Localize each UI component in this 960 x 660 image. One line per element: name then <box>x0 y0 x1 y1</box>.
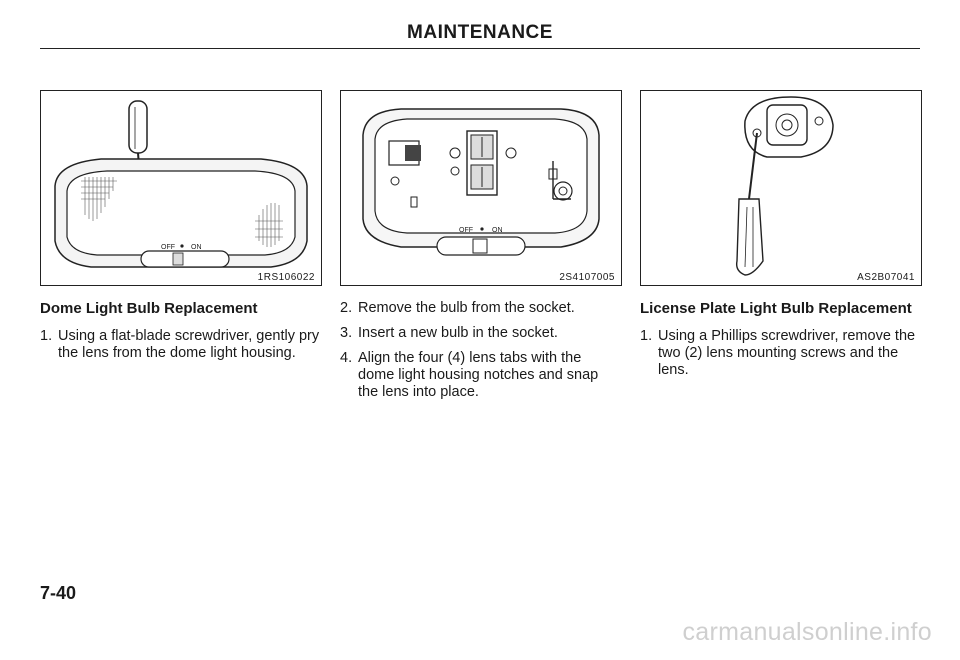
step-text: Using a Phillips screwdriver, remove the… <box>658 328 916 378</box>
figure-code: 2S4107005 <box>557 272 617 283</box>
switch-dot-icon <box>180 244 184 248</box>
step-number: 1. <box>40 328 53 344</box>
watermark: carmanualsonline.info <box>682 618 932 646</box>
dome-switch-off-label: OFF <box>161 244 175 251</box>
section-title-license-plate-light: License Plate Light Bulb Replacement <box>640 300 912 317</box>
switch-dot-icon <box>480 227 484 231</box>
step-text: Remove the bulb from the socket. <box>358 300 575 316</box>
step-text: Insert a new bulb in the socket. <box>358 325 558 341</box>
step-item: 4. Align the four (4) lens tabs with the… <box>340 350 620 401</box>
license-section-column: License Plate Light Bulb Replacement 1. … <box>640 300 920 387</box>
step-number: 2. <box>340 300 353 316</box>
step-number: 4. <box>340 350 353 366</box>
step-text: Align the four (4) lens tabs with the do… <box>358 350 599 400</box>
step-number: 3. <box>340 325 353 341</box>
step-item: 3. Insert a new bulb in the socket. <box>340 325 620 342</box>
header-rule <box>40 48 920 49</box>
step-item: 1. Using a flat-blade screwdriver, gentl… <box>40 328 320 362</box>
step-item: 1. Using a Phillips screwdriver, remove … <box>640 328 920 379</box>
page-header: MAINTENANCE <box>407 22 553 43</box>
dome-switch-on-label: ON <box>191 244 202 251</box>
step-number: 1. <box>640 328 653 344</box>
dome-section-column-2: 2. Remove the bulb from the socket. 3. I… <box>340 300 620 409</box>
dome-lens-removal-illustration: OFF ON <box>54 100 308 268</box>
figure-dome-lens-removal: OFF ON 1RS106022 <box>40 90 322 286</box>
figure-code: 1RS106022 <box>255 272 317 283</box>
step-text: Using a flat-blade screwdriver, gently p… <box>58 328 320 361</box>
figure-license-plate-light: AS2B07041 <box>640 90 922 286</box>
step-item: 2. Remove the bulb from the socket. <box>340 300 620 317</box>
section-title-dome-light: Dome Light Bulb Replacement <box>40 300 258 317</box>
socket-switch-on-label: ON <box>492 227 503 234</box>
license-plate-light-illustration <box>735 96 834 276</box>
dome-bulb-socket-illustration: OFF ON <box>362 108 600 256</box>
figure-dome-bulb-socket: OFF ON 2S4107005 <box>340 90 622 286</box>
socket-switch-off-label: OFF <box>459 227 473 234</box>
dome-section-column-1: Dome Light Bulb Replacement 1. Using a f… <box>40 300 320 370</box>
figure-code: AS2B07041 <box>855 272 917 283</box>
page-number: 7-40 <box>40 583 77 603</box>
